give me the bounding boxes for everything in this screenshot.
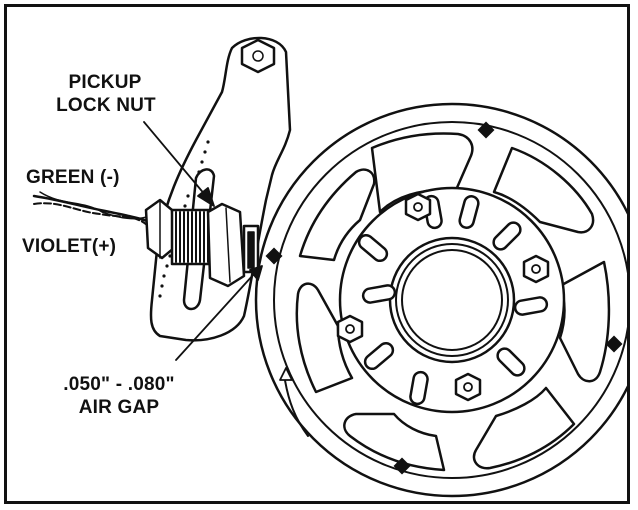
flywheel-icon <box>254 102 627 498</box>
air-gap-label-line1: .050" - .080" <box>63 374 175 395</box>
bracket-bolt-icon <box>240 38 276 74</box>
pickup-label-line1: PICKUP <box>68 72 142 93</box>
magnet-icon <box>265 121 623 475</box>
leader-lines <box>143 121 263 361</box>
bracket-icon <box>149 36 292 342</box>
air-gap-label-line2: AIR GAP <box>78 397 160 418</box>
green-wire-label: GREEN (-) <box>26 167 120 188</box>
violet-wire-label: VIOLET(+) <box>22 236 117 257</box>
rotation-arrow-icon <box>279 367 309 437</box>
pickup-label-line2: LOCK NUT <box>56 95 156 116</box>
pickup-sensor-icon <box>144 198 260 288</box>
wires-icon <box>32 191 152 229</box>
